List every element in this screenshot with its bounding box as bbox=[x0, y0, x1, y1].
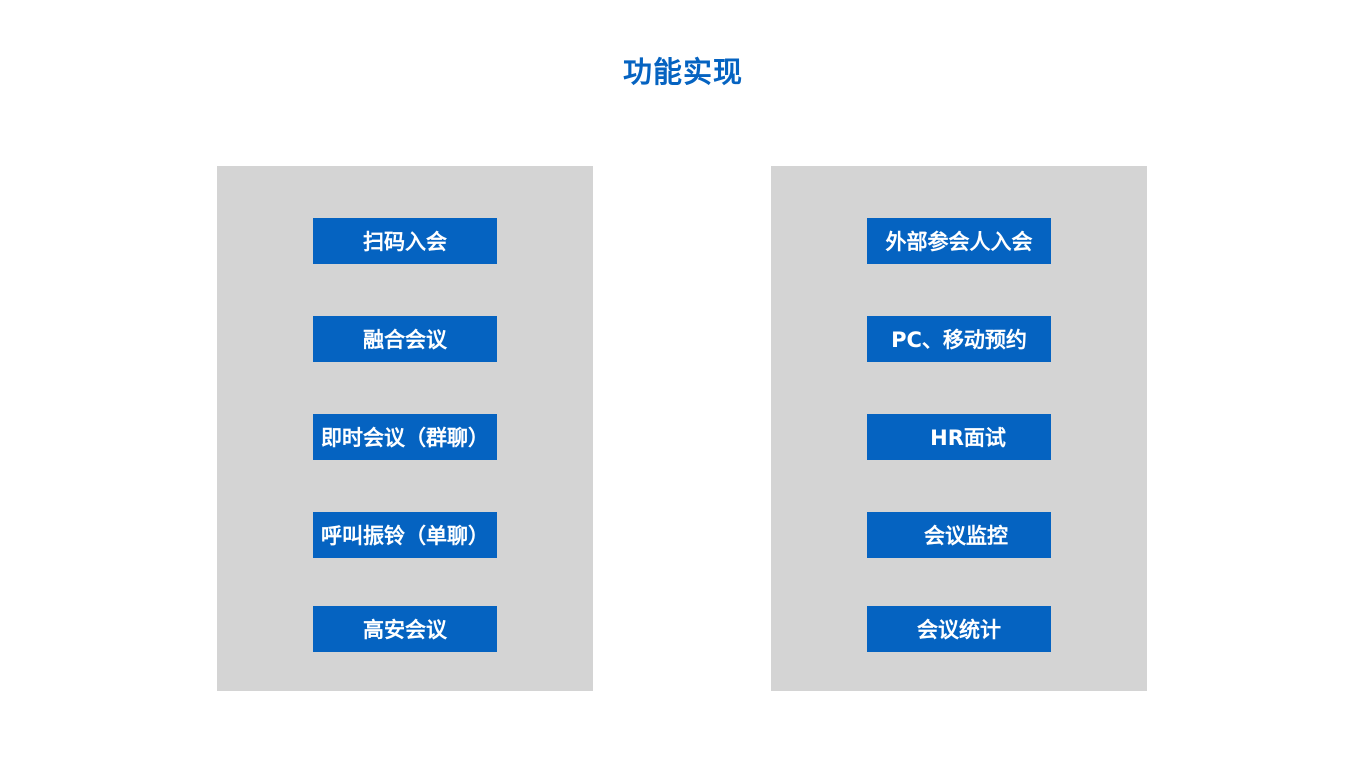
feature-instant-meeting: 即时会议（群聊） bbox=[313, 414, 497, 460]
feature-scan-to-join: 扫码入会 bbox=[313, 218, 497, 264]
feature-meeting-monitoring: 会议监控 bbox=[867, 512, 1051, 558]
feature-meeting-statistics: 会议统计 bbox=[867, 606, 1051, 652]
right-feature-panel: 外部参会人入会 PC、移动预约 HR面试 会议监控 会议统计 bbox=[771, 166, 1147, 691]
left-feature-panel: 扫码入会 融合会议 即时会议（群聊） 呼叫振铃（单聊） 高安会议 bbox=[217, 166, 593, 691]
feature-converged-meeting: 融合会议 bbox=[313, 316, 497, 362]
feature-secure-meeting: 高安会议 bbox=[313, 606, 497, 652]
feature-external-participant-join: 外部参会人入会 bbox=[867, 218, 1051, 264]
page-title: 功能实现 bbox=[622, 55, 743, 89]
feature-pc-mobile-booking: PC、移动预约 bbox=[867, 316, 1051, 362]
feature-call-ringing: 呼叫振铃（单聊） bbox=[313, 512, 497, 558]
feature-hr-interview: HR面试 bbox=[867, 414, 1051, 460]
